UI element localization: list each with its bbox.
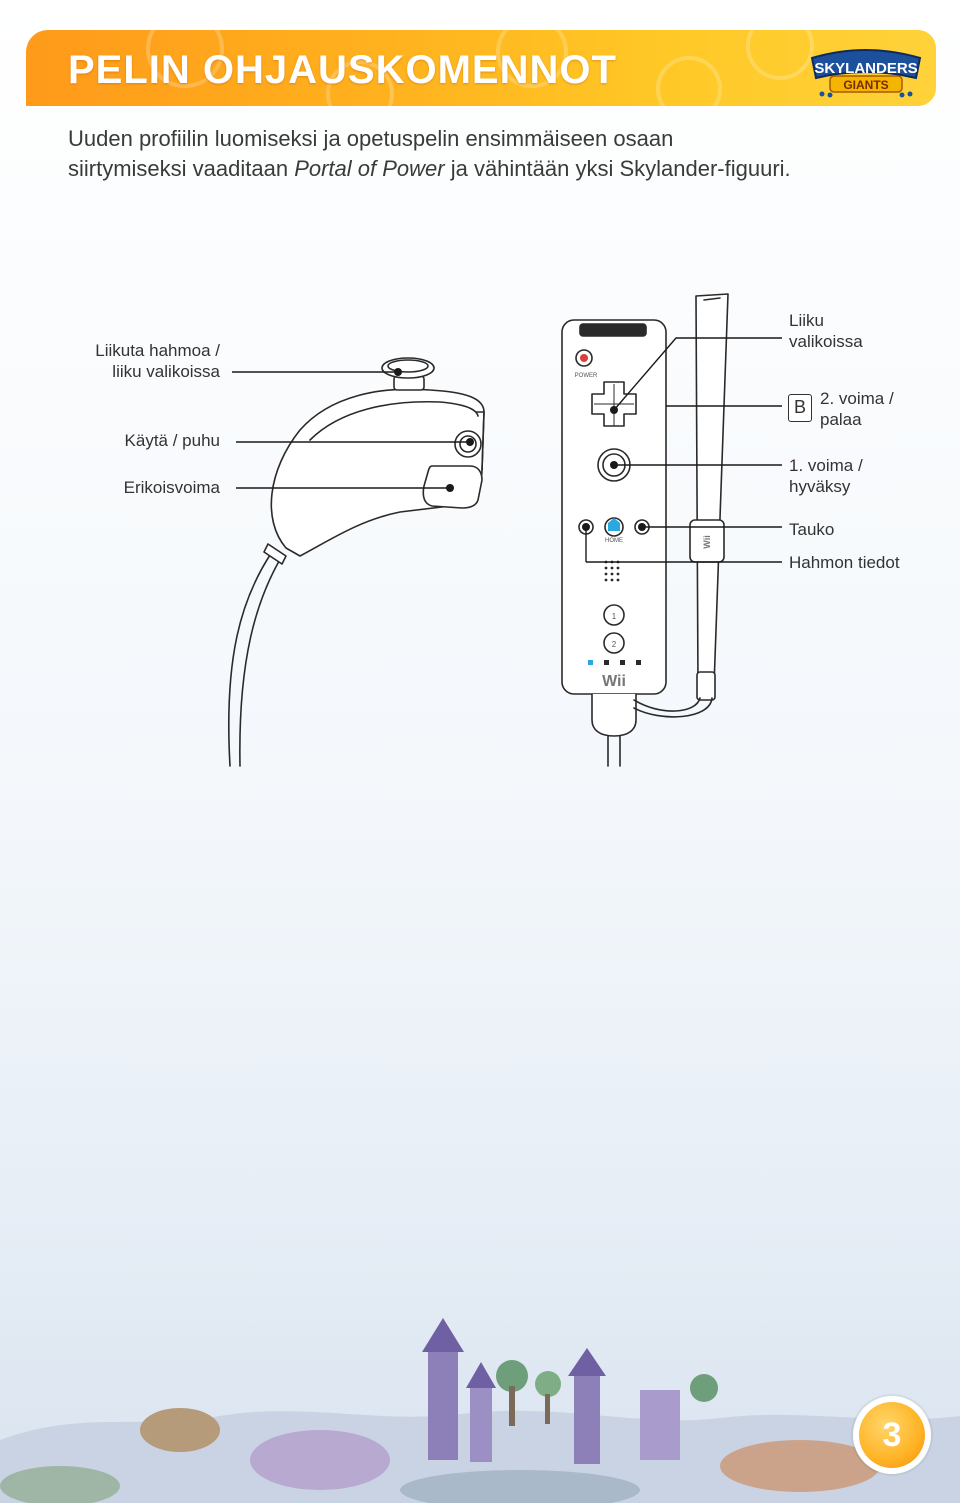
callout-dpad: Liiku valikoissa [789, 310, 863, 352]
decor-swirl [656, 56, 722, 106]
scenery-ground [400, 1470, 640, 1503]
decor-swirl [496, 30, 568, 88]
scenery-rock [0, 1466, 120, 1503]
button-2 [603, 632, 625, 654]
callout-b-button: 2. voima / palaa [820, 388, 894, 430]
remote-connector [591, 693, 637, 737]
callout-analog-stick: Liikuta hahmoa / liiku valikoissa [95, 340, 220, 382]
dpad-cross-icon [594, 384, 634, 426]
intro-portal-of-power: Portal of Power [294, 156, 445, 181]
button-1-label: 1 [612, 612, 617, 621]
b-button-icon: B [788, 394, 812, 422]
player-leds [588, 660, 641, 665]
intro-line-2-suffix: ja vähintään yksi Skylander-figuuri. [444, 156, 791, 181]
remote-cable [607, 735, 621, 767]
scenery-rock [250, 1430, 390, 1490]
callout-z-button: Erikoisvoima [123, 478, 220, 497]
home-icon [608, 518, 620, 531]
button-2-label: 2 [612, 640, 617, 649]
logo-text-top: SKYLANDERS [814, 60, 917, 77]
strap-cord [633, 697, 701, 712]
decor-swirl [746, 30, 814, 80]
callout-a-line1: 1. voima / [789, 456, 863, 475]
scenery-trees [496, 1360, 718, 1426]
remote-brand: Wii [602, 673, 626, 690]
callout-b-line1: 2. voima / [820, 389, 894, 408]
scenery-rock [720, 1440, 880, 1492]
leader-lines [232, 337, 782, 563]
callout-plus-button: Tauko [789, 520, 835, 539]
cable-strain-relief [263, 543, 287, 565]
controller-diagram: POWER HOME 1 2 Wii Wii [227, 293, 782, 767]
header-band [26, 30, 936, 106]
callout-analog-stick-line2: liiku valikoissa [112, 362, 220, 381]
leader-dots [394, 368, 646, 531]
background-scenery [0, 1318, 960, 1503]
power-label: POWER [575, 373, 598, 379]
skylanders-giants-logo: SKYLANDERS GIANTS [810, 49, 922, 98]
callout-minus-button: Hahmon tiedot [789, 553, 900, 572]
wrist-strap [695, 293, 729, 687]
callout-b-line2: palaa [820, 410, 862, 429]
decor-swirl [146, 30, 224, 88]
callout-a-line2: hyväksy [789, 477, 851, 496]
logo-text-bottom: GIANTS [843, 78, 888, 92]
nunchuk-cable [227, 551, 273, 767]
nunchuk-front-face [475, 411, 485, 471]
strap-brand: Wii [702, 535, 712, 548]
intro-paragraph: Uuden profiilin luomiseksi ja opetuspeli… [68, 124, 928, 184]
page-number: 3 [859, 1402, 925, 1468]
home-label: HOME [605, 538, 623, 544]
callout-a-button: 1. voima / hyväksy [789, 455, 863, 497]
nunchuk-top-edge [309, 400, 479, 441]
castle-towers [422, 1318, 680, 1464]
intro-line-1: Uuden profiilin luomiseksi ja opetuspeli… [68, 126, 674, 151]
page-number-badge: 3 [853, 1396, 931, 1474]
strap-clasp [696, 671, 716, 701]
callout-analog-stick-line1: Liikuta hahmoa / [95, 341, 220, 360]
power-icon [580, 354, 588, 362]
page-title: PELIN OHJAUSKOMENNOT [68, 48, 617, 92]
scenery-hut [140, 1408, 220, 1452]
remote-ir-window [579, 323, 647, 337]
callout-dpad-line2: valikoissa [789, 332, 863, 351]
intro-line-2-prefix: siirtymiseksi vaaditaan [68, 156, 295, 181]
callout-c-button: Käytä / puhu [124, 431, 220, 450]
button-1 [603, 604, 625, 626]
nunchuk-body [270, 388, 485, 557]
decor-swirl [326, 60, 394, 106]
callout-dpad-line1: Liiku [789, 311, 824, 330]
